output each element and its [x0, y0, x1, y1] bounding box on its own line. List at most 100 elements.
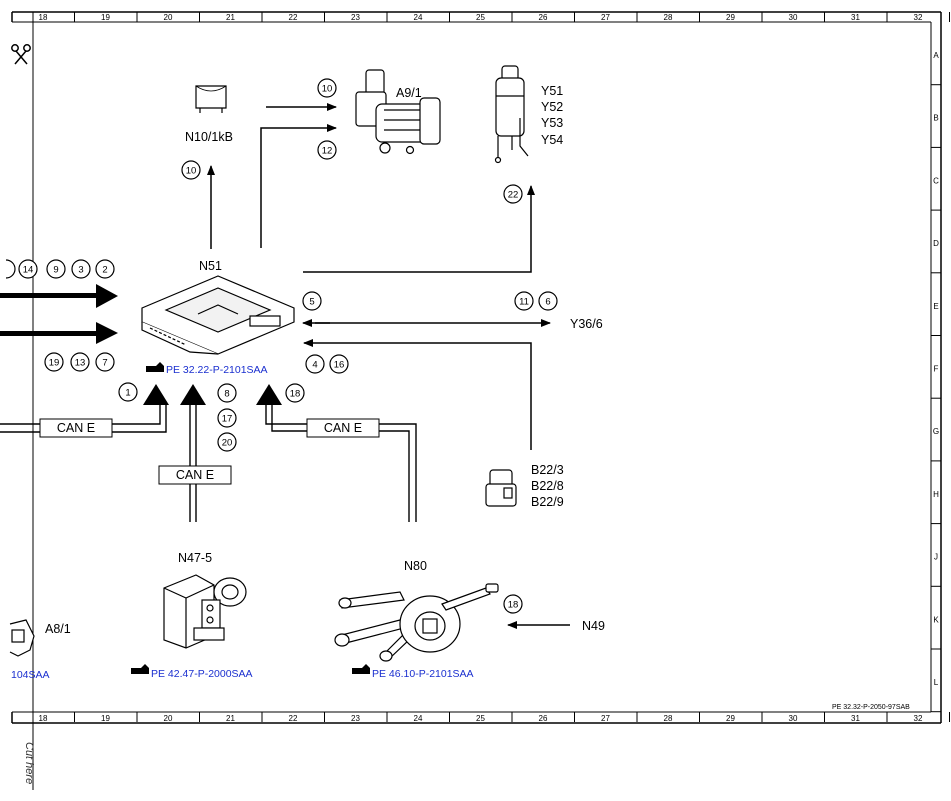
signal-number: 20: [222, 438, 233, 449]
ref-n51-link[interactable]: PE 32.22-P-2101SAA: [166, 364, 268, 376]
signal-lines: [207, 103, 570, 629]
signal-circle: 8: [217, 383, 237, 403]
column-label-bottom: 29: [726, 714, 735, 723]
signal-number: 17: [222, 414, 233, 425]
signal-circle: 3: [71, 259, 91, 279]
signal-number: 2: [102, 265, 107, 276]
column-label-top: 27: [601, 13, 610, 22]
y51-label: Y51: [541, 84, 563, 98]
signal-circle: 11: [514, 291, 534, 311]
ref-n47-link[interactable]: PE 42.47-P-2000SAA: [151, 668, 253, 680]
column-label-top: 28: [664, 13, 673, 22]
input-arrows: [0, 284, 282, 405]
signal-circle: 5: [302, 291, 322, 311]
can-e-label-mid: CAN E: [176, 468, 214, 482]
column-label-top: 25: [476, 13, 485, 22]
column-label-top: 18: [39, 13, 48, 22]
hand-pointer-icon: [146, 362, 164, 372]
can-e-label-left: CAN E: [57, 421, 95, 435]
column-label-bottom: 21: [226, 714, 235, 723]
a8-1-partial-icon: [9, 619, 35, 657]
column-label-top: 31: [851, 13, 860, 22]
n10-1kb-label: N10/1kB: [185, 130, 233, 144]
row-label: E: [933, 302, 938, 311]
a8-1-label: A8/1: [45, 622, 71, 636]
signal-circle: 20: [217, 432, 237, 452]
signal-number: 9: [53, 265, 58, 276]
signal-circle: 6: [538, 291, 558, 311]
hand-pointer-icon: [352, 664, 370, 674]
signal-circle: 19: [44, 352, 64, 372]
signal-number: 5: [309, 297, 314, 308]
signal-number: 16: [334, 360, 345, 371]
signal-circle: 12: [317, 140, 337, 160]
column-label-top: 29: [726, 13, 735, 22]
signal-circle: 1: [118, 382, 138, 402]
column-label-bottom: 22: [289, 714, 298, 723]
can-e-label-right: CAN E: [324, 421, 362, 435]
signal-number: 12: [322, 146, 333, 157]
row-label: H: [933, 490, 939, 499]
column-label-top: 20: [164, 13, 173, 22]
signal-number: 7: [102, 358, 107, 369]
signal-circle: 2: [95, 259, 115, 279]
column-label-top: 19: [101, 13, 110, 22]
signal-circle: 14: [18, 259, 38, 279]
n47-5-label: N47-5: [178, 551, 212, 565]
row-label: F: [934, 365, 939, 374]
signal-circle: 10: [317, 78, 337, 98]
y51-valve-block-icon: [494, 65, 529, 164]
ref-left-link[interactable]: 104SAA: [11, 669, 50, 681]
row-label: J: [934, 553, 938, 562]
reference-links: PE 32.22-P-2101SAA PE 42.47-P-2000SAA PE…: [11, 362, 474, 681]
column-ruler: 1818191920202121222223232424252526262727…: [39, 12, 950, 723]
signal-number: 10: [322, 84, 333, 95]
column-label-bottom: 32: [914, 714, 923, 723]
column-label-bottom: 25: [476, 714, 485, 723]
signal-circle: 13: [70, 352, 90, 372]
column-label-bottom: 24: [414, 714, 423, 723]
signal-number: 4: [312, 360, 317, 371]
ref-n80-link[interactable]: PE 46.10-P-2101SAA: [372, 668, 474, 680]
signal-circle-partial: [5, 259, 16, 279]
signal-circle: 17: [217, 408, 237, 428]
signal-circle: 10: [181, 160, 201, 180]
n51-label: N51: [199, 259, 222, 273]
b22-8-label: B22/8: [531, 479, 564, 493]
signal-circle: 16: [329, 354, 349, 374]
row-label: L: [934, 678, 939, 687]
signal-number: 11: [519, 297, 529, 308]
n47-5-esp-unit-icon: [163, 574, 247, 649]
signal-circle: 22: [503, 184, 523, 204]
y36-6-label: Y36/6: [570, 317, 603, 331]
column-label-bottom: 18: [39, 714, 48, 723]
column-label-bottom: 28: [664, 714, 673, 723]
signal-number: 18: [508, 600, 519, 611]
n51-control-unit-icon: [141, 275, 295, 355]
signal-circle: 7: [95, 352, 115, 372]
column-label-top: 24: [414, 13, 423, 22]
signal-number: 1: [125, 388, 130, 399]
signal-number: 19: [49, 358, 60, 369]
column-label-top: 23: [351, 13, 360, 22]
column-label-bottom: 26: [539, 714, 548, 723]
a9-1-label: A9/1: [396, 86, 422, 100]
row-label: C: [933, 176, 939, 185]
a9-1-compressor-icon: [355, 69, 441, 155]
n80-label: N80: [404, 559, 427, 573]
cut-here-label: Cut here: [23, 742, 35, 784]
row-label: K: [933, 615, 939, 624]
signal-number: 6: [545, 297, 550, 308]
signal-circle: 18: [503, 594, 523, 614]
b22-9-label: B22/9: [531, 495, 564, 509]
column-label-top: 26: [539, 13, 548, 22]
column-label-bottom: 30: [789, 714, 798, 723]
signal-number: 14: [23, 265, 34, 276]
signal-number: 3: [78, 265, 83, 276]
document-code: PE 32.32-P-2050-97SAB: [832, 704, 910, 711]
row-label: A: [933, 51, 939, 60]
row-label: G: [933, 427, 939, 436]
signal-circle: 9: [46, 259, 66, 279]
